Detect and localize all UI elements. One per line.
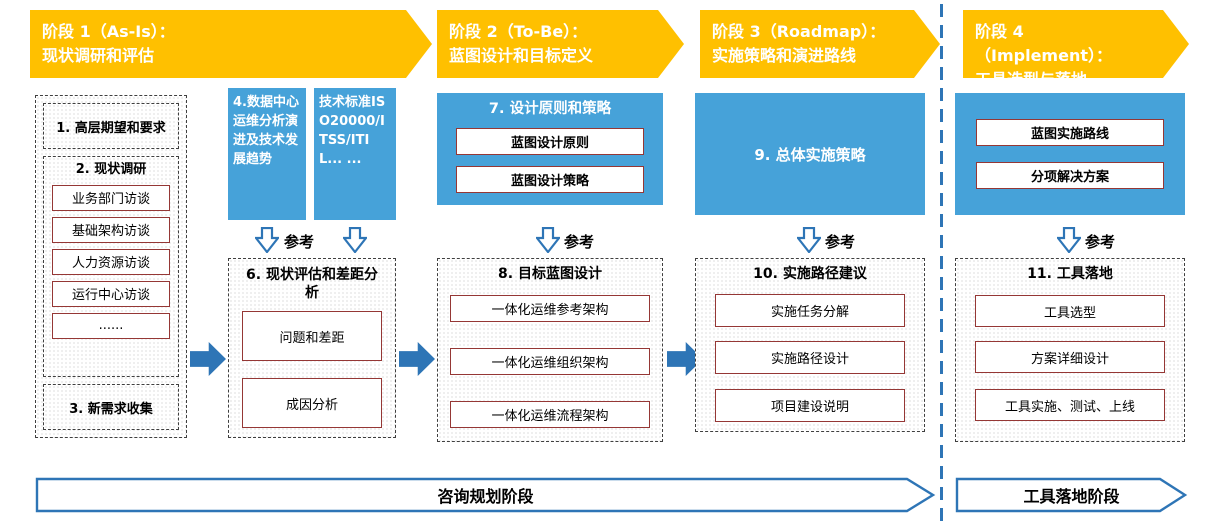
plan-item: 分项解决方案 — [976, 162, 1164, 189]
down-arrow-icon — [536, 227, 560, 253]
strategy-label: 9. 总体实施策略 — [754, 145, 866, 164]
survey-item: 基础架构访谈 — [52, 216, 170, 243]
flow-right-arrow — [399, 342, 435, 376]
survey-item: ...... — [52, 312, 170, 339]
expectations-label: 1. 高层期望和要求 — [56, 120, 166, 136]
consulting-phase-arrow: 咨询规划阶段 — [35, 477, 936, 513]
tooling-item: 方案详细设计 — [975, 341, 1165, 374]
tooling-panel: 11. 工具落地 工具选型 方案详细设计 工具实施、测试、上线 — [955, 258, 1185, 442]
blueprint-item: 一体化运维组织架构 — [450, 348, 650, 376]
phase-4-title-line2: 工具选型与落地 — [975, 70, 1088, 89]
blueprint-item: 一体化运维参考架构 — [450, 295, 650, 323]
down-arrow-icon — [1057, 227, 1081, 253]
phase-3-title-line2: 实施策略和演进路线 — [712, 46, 857, 65]
ref-trend-label: 4.数据中心运维分析演进及技术发展趋势 — [233, 95, 299, 167]
ref-label: 参考 — [1085, 233, 1116, 251]
down-arrow-icon — [255, 227, 279, 253]
phase-1-title-line1: 阶段 1（As-Is）： — [42, 22, 175, 41]
roadmap-item: 实施路径设计 — [715, 341, 905, 375]
roadmap-item: 实施任务分解 — [715, 294, 905, 328]
ref-standard-label: 技术标准ISO20000/ITSS/ITIL... ... — [319, 95, 386, 167]
flow-right-arrow — [190, 342, 226, 376]
tooling-item: 工具选型 — [975, 295, 1165, 328]
down-arrow-icon — [343, 227, 367, 253]
survey-item: 业务部门访谈 — [52, 184, 170, 211]
survey-title: 2. 现状调研 — [75, 162, 147, 177]
consulting-phase-arrow-shape — [35, 477, 936, 513]
blueprint-panel: 8. 目标蓝图设计 一体化运维参考架构 一体化运维组织架构 一体化运维流程架构 — [437, 258, 663, 442]
as-is-panel: 1. 高层期望和要求 2. 现状调研 业务部门访谈 基础架构访谈 人力资源访谈 … — [35, 95, 187, 438]
survey-box: 2. 现状调研 业务部门访谈 基础架构访谈 人力资源访谈 运行中心访谈 ....… — [43, 156, 179, 377]
strategy-box: 9. 总体实施策略 — [695, 93, 925, 215]
assessment-item: 问题和差距 — [242, 311, 382, 362]
ref-trend-box: 4.数据中心运维分析演进及技术发展趋势 — [228, 88, 306, 220]
new-requirements-box: 3. 新需求收集 — [43, 384, 179, 430]
roadmap-panel: 10. 实施路径建议 实施任务分解 实施路径设计 项目建设说明 — [695, 258, 925, 432]
roadmap-item: 项目建设说明 — [715, 389, 905, 423]
phase-1-banner: 阶段 1（As-Is）： 现状调研和评估 — [30, 10, 432, 78]
survey-item: 运行中心访谈 — [52, 280, 170, 307]
phase-2-title-line1: 阶段 2（To-Be）： — [449, 22, 588, 41]
phase-2-banner: 阶段 2（To-Be）： 蓝图设计和目标定义 — [437, 10, 684, 78]
ref-label: 参考 — [284, 233, 315, 251]
survey-item: 人力资源访谈 — [52, 248, 170, 275]
phase-4-banner: 阶段 4（Implement）： 工具选型与落地 — [963, 10, 1189, 78]
phase-1-title-line2: 现状调研和评估 — [42, 46, 155, 65]
blueprint-title: 8. 目标蓝图设计 — [498, 266, 602, 282]
tooling-item: 工具实施、测试、上线 — [975, 389, 1165, 422]
consulting-phase-label: 咨询规划阶段 — [437, 487, 534, 506]
principle-item: 蓝图设计策略 — [456, 165, 644, 193]
roadmap-title: 10. 实施路径建议 — [753, 266, 867, 282]
tooling-phase-label: 工具落地阶段 — [1023, 487, 1120, 506]
expectations-box: 1. 高层期望和要求 — [43, 103, 179, 149]
tooling-phase-arrow-shape — [955, 477, 1188, 513]
principle-item: 蓝图设计原则 — [456, 127, 644, 155]
ref-standard-box: 技术标准ISO20000/ITSS/ITIL... ... — [314, 88, 396, 220]
ref-label: 参考 — [564, 233, 595, 251]
tooling-phase-arrow: 工具落地阶段 — [955, 477, 1188, 513]
assessment-title: 6. 现状评估和差距分析 — [246, 267, 378, 302]
ref-label: 参考 — [825, 233, 856, 251]
assessment-item: 成因分析 — [242, 378, 382, 429]
down-arrow-icon — [797, 227, 821, 253]
phase-3-title-line1: 阶段 3（Roadmap）： — [712, 22, 886, 41]
phase-separator-line — [940, 4, 943, 526]
tooling-title: 11. 工具落地 — [1027, 266, 1113, 282]
implement-plan-box: 蓝图实施路线 分项解决方案 — [955, 93, 1185, 215]
phase-4-title-line1: 阶段 4（Implement）： — [975, 22, 1112, 65]
blueprint-item: 一体化运维流程架构 — [450, 401, 650, 429]
assessment-panel: 6. 现状评估和差距分析 问题和差距 成因分析 — [228, 258, 396, 438]
principles-title: 7. 设计原则和策略 — [488, 101, 612, 117]
phase-3-banner: 阶段 3（Roadmap）： 实施策略和演进路线 — [700, 10, 940, 78]
plan-item: 蓝图实施路线 — [976, 119, 1164, 146]
design-principles-box: 7. 设计原则和策略 蓝图设计原则 蓝图设计策略 — [437, 93, 663, 205]
new-requirements-label: 3. 新需求收集 — [69, 401, 153, 417]
phase-2-title-line2: 蓝图设计和目标定义 — [449, 46, 594, 65]
